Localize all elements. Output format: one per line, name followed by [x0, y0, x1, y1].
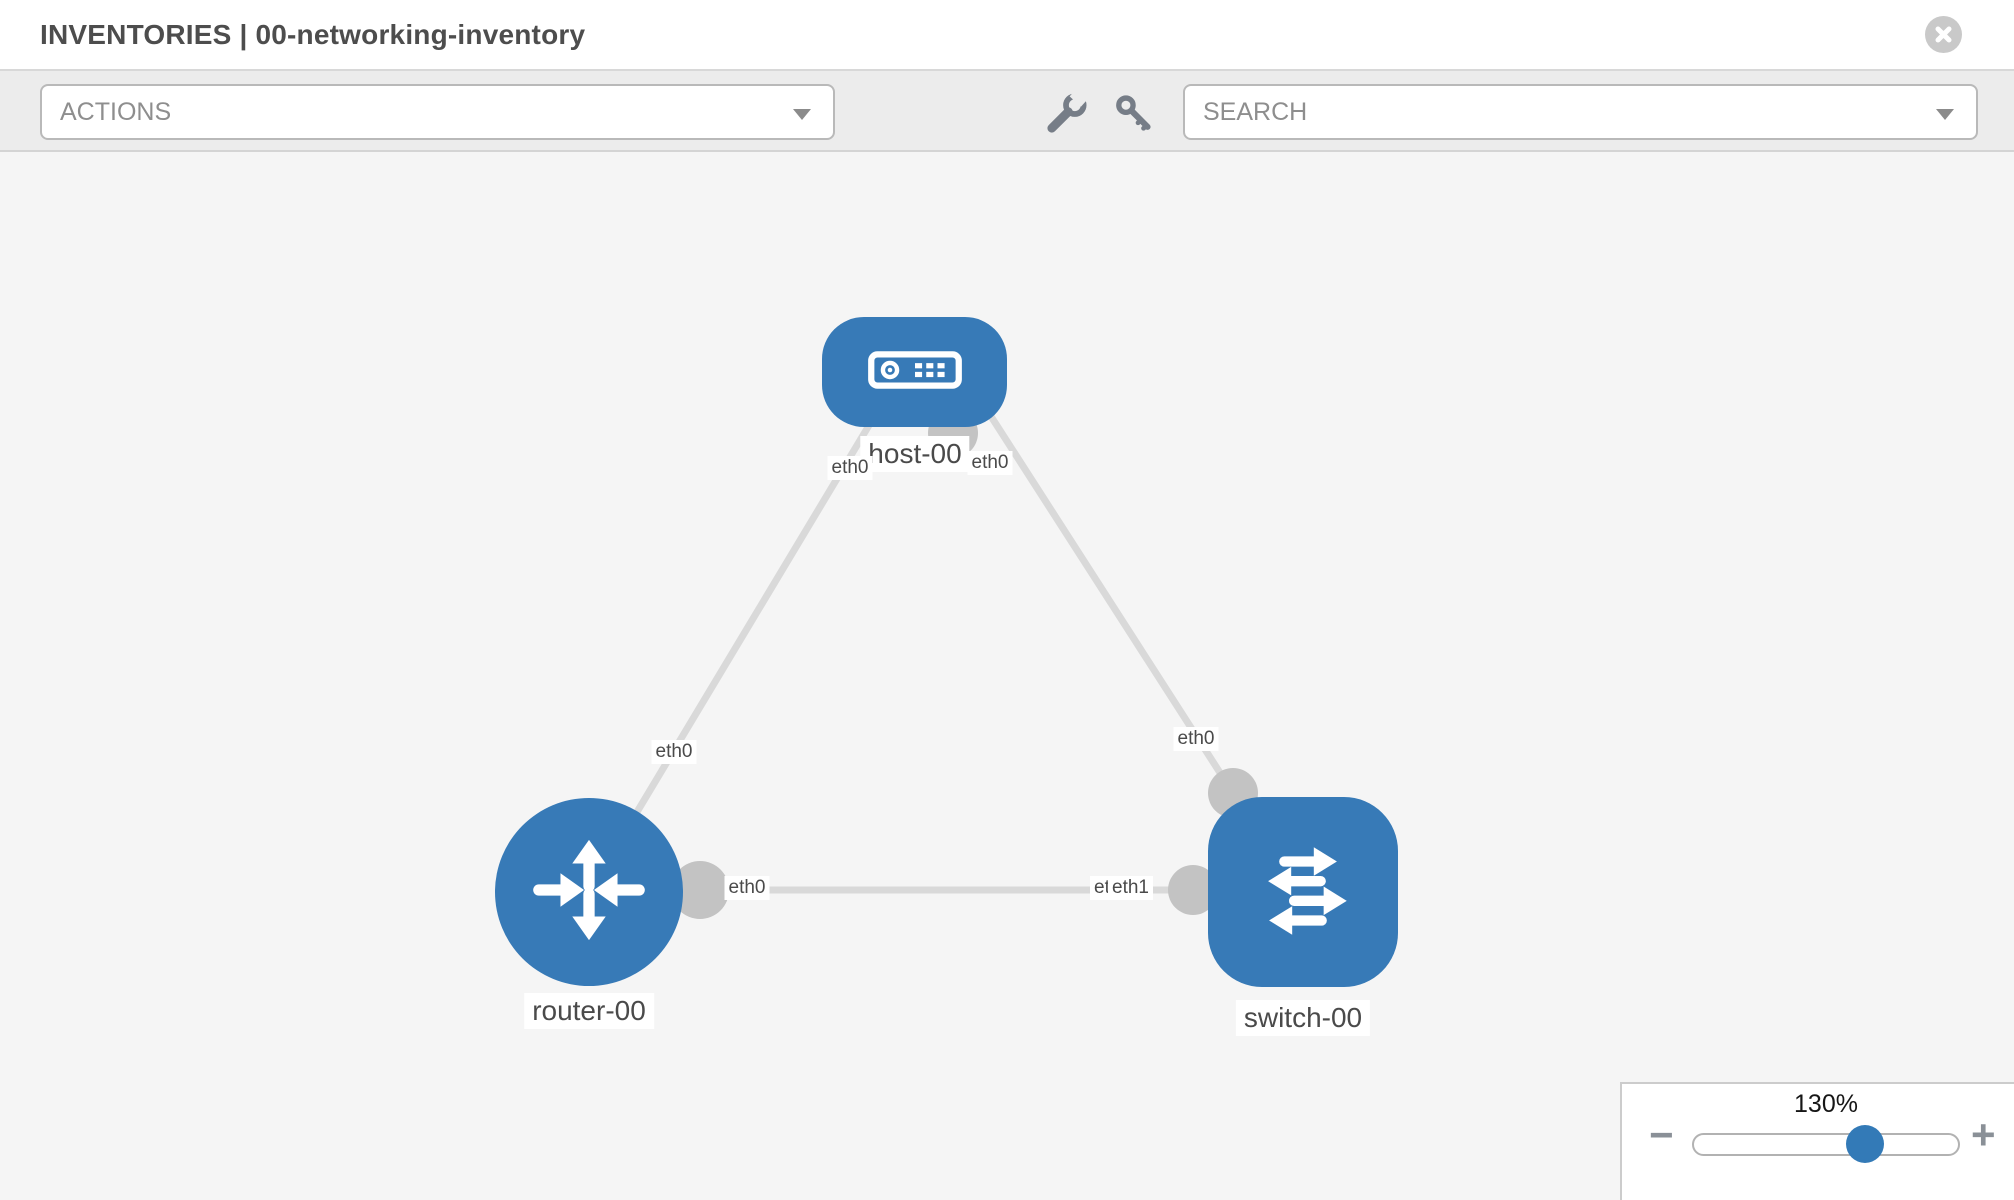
zoom-level-value: 130%: [1794, 1090, 1858, 1118]
node-label-host: host-00: [860, 436, 970, 472]
node-label-switch: switch-00: [1235, 1000, 1371, 1036]
configure-button[interactable]: [1043, 86, 1090, 137]
zoom-in-button[interactable]: +: [1971, 1111, 1996, 1158]
close-button[interactable]: [1925, 16, 1962, 53]
page-title: INVENTORIES | 00-networking-inventory: [40, 19, 586, 50]
server-icon: [865, 344, 965, 401]
port-label-router-uplink: eth0: [651, 740, 697, 764]
wrench-icon: [1043, 86, 1090, 141]
node-label-router: router-00: [524, 993, 654, 1029]
header: INVENTORIES | 00-networking-inventory: [0, 0, 2014, 71]
zoom-out-button[interactable]: −: [1649, 1111, 1674, 1158]
zoom-control-panel: 130% − +: [1620, 1082, 2014, 1200]
links-layer: [585, 405, 1258, 919]
key-icon: [1112, 95, 1156, 140]
port-label-router-right: eth0: [724, 876, 770, 900]
node-host-00[interactable]: [822, 317, 1007, 427]
router-icon: [530, 831, 648, 954]
search-dropdown[interactable]: SEARCH: [1183, 84, 1978, 140]
port-switch-left[interactable]: [1168, 865, 1218, 915]
port-label-host-left: eth0: [827, 456, 873, 480]
port-router-right[interactable]: [671, 861, 729, 919]
toolbar: ACTIONS SEARC: [0, 71, 2014, 152]
actions-dropdown[interactable]: ACTIONS: [40, 84, 835, 140]
port-label-host-right: eth0: [967, 451, 1013, 475]
actions-dropdown-label: ACTIONS: [60, 98, 172, 126]
port-label-switch-left-group: eth0 eth1: [1090, 876, 1210, 904]
zoom-slider-track[interactable]: [1692, 1133, 1960, 1156]
node-router-00[interactable]: [495, 798, 683, 986]
topology-canvas[interactable]: host-00 router-00 switch-00 eth0 eth0 et…: [0, 152, 2014, 1200]
node-switch-00[interactable]: [1208, 797, 1398, 987]
zoom-slider-thumb[interactable]: [1846, 1125, 1884, 1163]
port-label-switch-uplink: eth0: [1173, 727, 1219, 751]
credentials-button[interactable]: [1112, 92, 1158, 138]
chevron-down-icon: [793, 109, 811, 120]
chevron-down-icon: [1936, 109, 1954, 120]
port-label-switch-left-front: eth1: [1108, 876, 1153, 900]
switch-icon: [1244, 831, 1362, 954]
search-dropdown-label: SEARCH: [1203, 98, 1308, 126]
